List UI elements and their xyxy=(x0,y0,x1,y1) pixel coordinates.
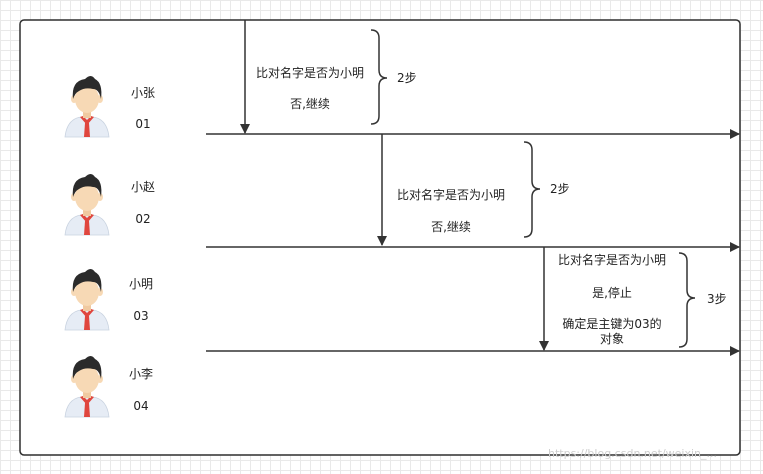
step-brace xyxy=(523,141,541,238)
person-id: 01 xyxy=(135,117,151,131)
person-id: 03 xyxy=(133,309,149,323)
step-text: 比对名字是否为小明 xyxy=(255,66,365,80)
step-count: 2步 xyxy=(397,71,417,85)
step-count: 2步 xyxy=(550,182,570,196)
step-text: 否,继续 xyxy=(431,220,471,234)
step-text: 是,停止 xyxy=(592,286,632,300)
person-name: 小明 xyxy=(128,277,154,291)
step-text: 比对名字是否为小明 xyxy=(557,253,667,267)
watermark: https://blog.csdn.net/weixin_... xyxy=(548,447,718,460)
person-id: 04 xyxy=(133,399,149,413)
person-id: 02 xyxy=(135,212,151,226)
step-text: 比对名字是否为小明 xyxy=(396,188,506,202)
step-brace xyxy=(370,29,388,125)
step-text: 确定是主键为03的 xyxy=(562,317,662,331)
person-name: 小李 xyxy=(128,367,154,381)
person-name: 小张 xyxy=(130,86,156,100)
step-text: 对象 xyxy=(599,332,625,346)
outer-frame xyxy=(19,19,741,456)
step-text: 否,继续 xyxy=(290,97,330,111)
step-count: 3步 xyxy=(707,292,727,306)
person-name: 小赵 xyxy=(130,180,156,194)
step-brace xyxy=(678,252,696,348)
